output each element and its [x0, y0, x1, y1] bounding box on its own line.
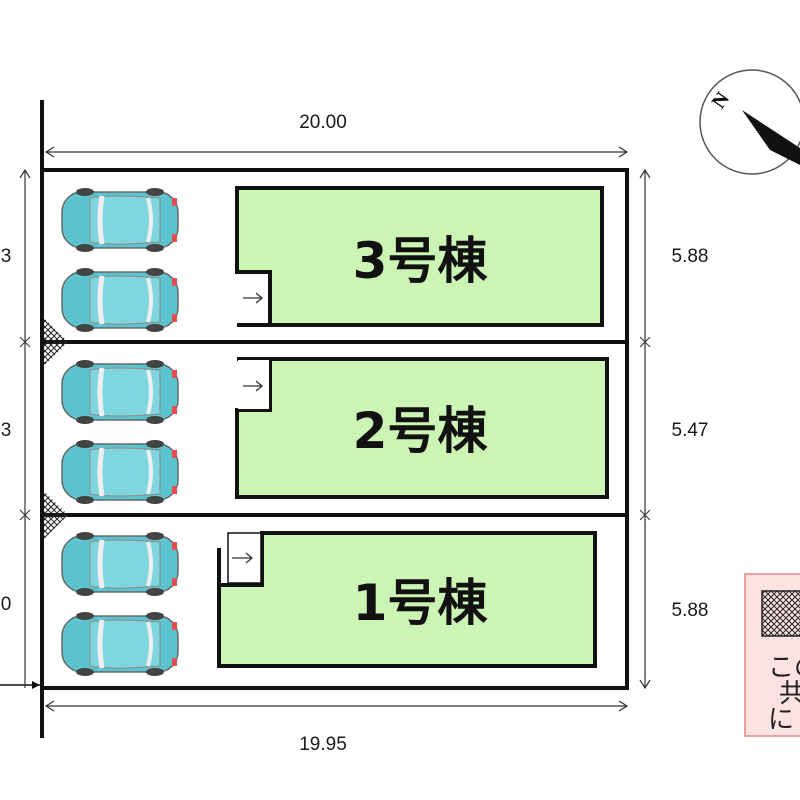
building-2 [235, 357, 609, 499]
left-depth-2: 3 [1, 420, 12, 441]
building-1-label: 1号棟 [353, 574, 489, 632]
bottom-width-label: 19.95 [299, 734, 347, 755]
building-3-label: 3号棟 [353, 232, 489, 290]
legend-line-3: に [768, 705, 794, 735]
legend-line-1: この [768, 653, 800, 683]
right-depth-2: 5.47 [672, 420, 709, 441]
left-depth-3: 0 [1, 594, 12, 615]
entrance-arrow-icon [243, 292, 264, 304]
building-1 [217, 531, 597, 668]
right-depth-1: 5.88 [672, 246, 709, 267]
shared-area-hatch [44, 491, 68, 539]
compass-icon: N [699, 69, 800, 175]
car-icon [62, 532, 178, 596]
car-icon [62, 440, 178, 504]
car-icon [62, 360, 178, 424]
entrance-arrow-icon [232, 552, 254, 564]
building-2-label: 2号棟 [353, 402, 489, 460]
legend-box: この 共 に [744, 573, 800, 737]
car-icon [62, 188, 178, 252]
car-icon [62, 268, 178, 332]
shared-area-hatch [44, 318, 68, 366]
right-depth-3: 5.88 [672, 600, 709, 621]
top-width-label: 20.00 [299, 112, 347, 133]
car-icon [62, 612, 178, 676]
left-depth-1: 3 [1, 246, 12, 267]
legend-hatch-swatch [761, 590, 800, 637]
entrance-arrow-icon [243, 380, 264, 392]
legend-line-2: 共 [779, 679, 800, 709]
